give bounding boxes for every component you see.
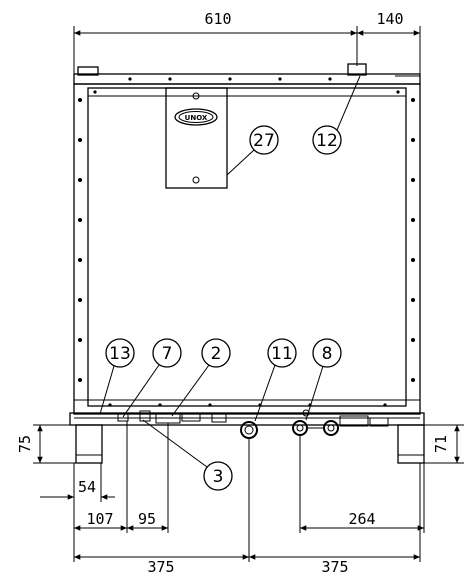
callout-27: 27 [226, 125, 279, 176]
cabinet-body [73, 63, 421, 415]
dim-left-offset: 107 [86, 510, 113, 528]
rivets [78, 77, 415, 407]
svg-text:11: 11 [271, 344, 293, 364]
svg-text:2: 2 [211, 344, 222, 364]
dim-left-height: 75 [16, 435, 34, 453]
dim-foot-offset: 54 [78, 478, 96, 496]
logo-plate: UNOX [165, 87, 228, 189]
dim-right-offset: 264 [348, 510, 375, 528]
svg-text:27: 27 [253, 131, 275, 151]
bottom-dimensions: 54 107 95 264 375 375 [40, 421, 425, 576]
callout-2: 2 [171, 338, 231, 417]
side-dimensions: 75 71 [16, 424, 464, 464]
svg-text:7: 7 [162, 344, 173, 364]
logo-text: UNOX [185, 114, 208, 122]
callout-12: 12 [312, 75, 361, 155]
callout-8: 8 [305, 338, 342, 421]
base-assembly [69, 409, 425, 464]
callout-11: 11 [254, 338, 297, 422]
svg-text:8: 8 [322, 344, 333, 364]
svg-text:13: 13 [109, 344, 131, 364]
top-dimensions: 610 140 [73, 10, 421, 78]
dim-half-right: 375 [321, 558, 348, 576]
dim-pipe-offset: 95 [138, 510, 156, 528]
callout-13: 13 [99, 338, 135, 415]
dim-top-offset: 140 [376, 10, 403, 28]
svg-text:12: 12 [316, 131, 338, 151]
dim-half-left: 375 [147, 558, 174, 576]
dim-top-width: 610 [204, 10, 231, 28]
dim-right-height: 71 [432, 435, 450, 453]
svg-text:3: 3 [213, 467, 224, 487]
callout-7: 7 [122, 338, 182, 418]
callout-3: 3 [142, 419, 233, 491]
